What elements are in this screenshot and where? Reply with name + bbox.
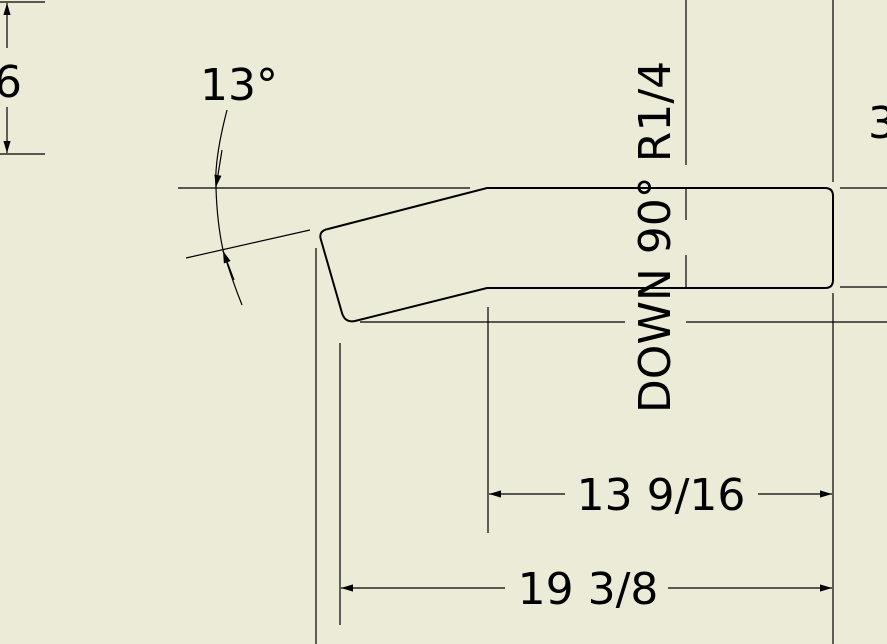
extension-lines [315, 0, 887, 644]
overall-length-text: 19 3/8 [518, 564, 659, 615]
bend-note-text: DOWN 90° R1/4 [630, 61, 681, 413]
angle-dimension-text: 13° [200, 60, 278, 111]
left-dimension-text: 6 [0, 57, 22, 108]
left-vertical-dimension [0, 1, 45, 155]
inner-length-text: 13 9/16 [577, 470, 746, 521]
angle-dimension [178, 109, 470, 306]
right-partial-text: 3 [868, 98, 887, 149]
part-outline [319, 187, 834, 323]
